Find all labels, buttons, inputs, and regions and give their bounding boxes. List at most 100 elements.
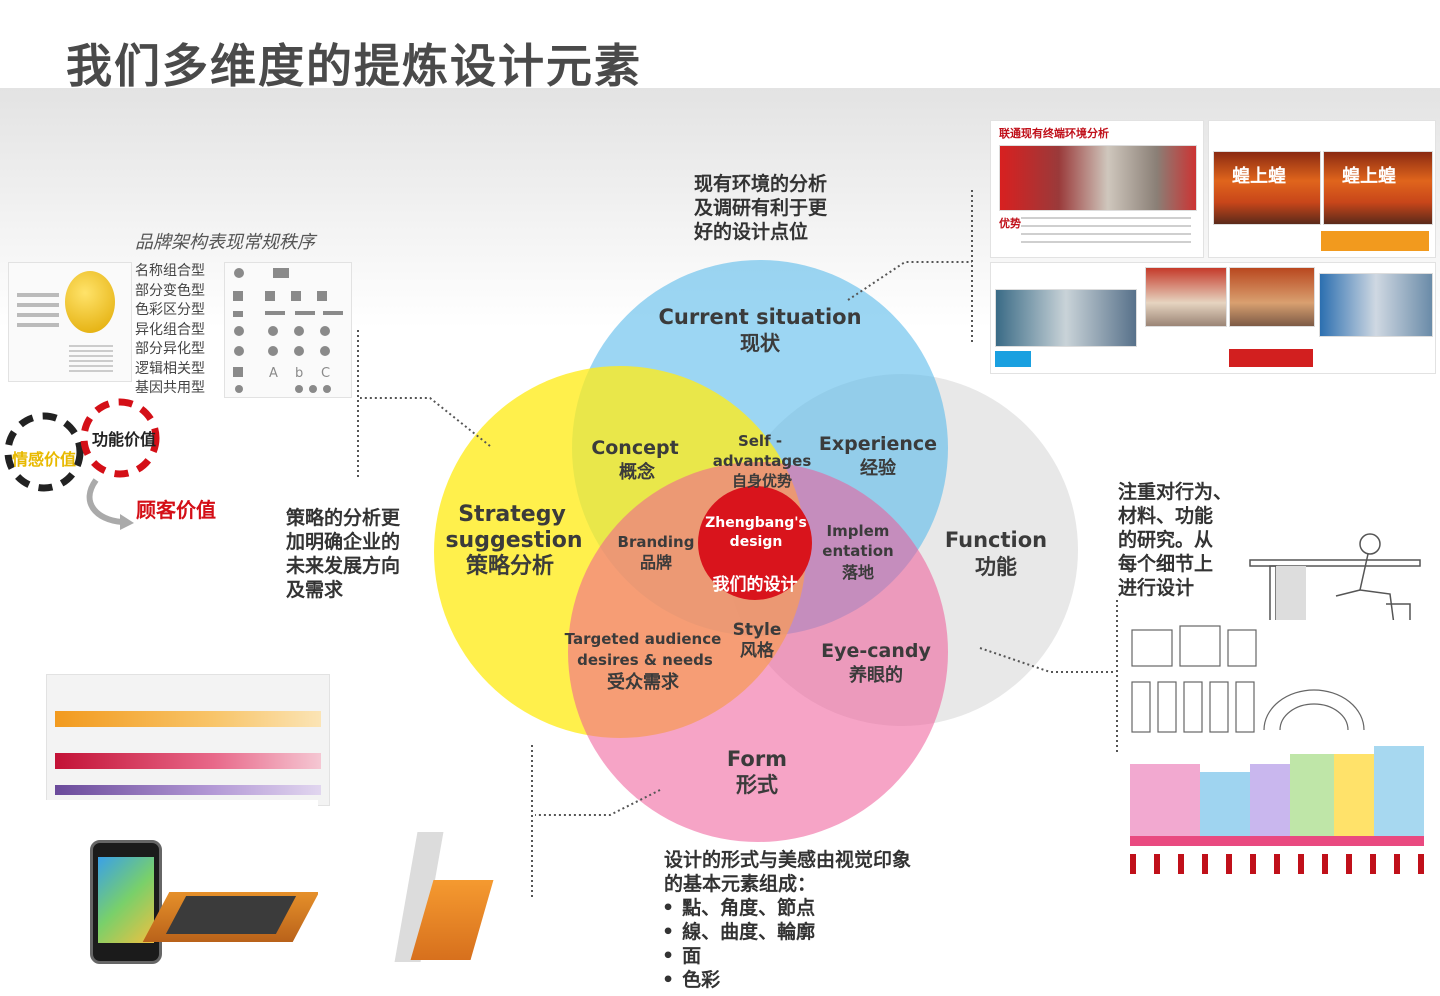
orange-label (1321, 231, 1429, 251)
note-line: 进行设计 (1118, 577, 1195, 599)
note-line: 加明确企业的 (286, 531, 401, 553)
plan-zone (1130, 764, 1200, 836)
furniture-drawings (1124, 620, 1430, 744)
plan-zone (1334, 754, 1374, 836)
label-self-cn: 自身优势 (732, 472, 792, 490)
label-style-en: Style (733, 620, 782, 640)
brand-type-list: 名称组合型 部分变色型 色彩区分型 异化组合型 部分异化型 逻辑相关型 基因共用… (135, 262, 205, 399)
label-concept-en: Concept (591, 437, 678, 459)
note-form: 设计的形式与美感由视觉印象 的基本元素组成： (664, 848, 911, 896)
list-item: 部分变色型 (135, 282, 205, 299)
label-experience-en: Experience (819, 433, 937, 455)
emotional-value-ring (4, 412, 84, 492)
note-line: 注重对行为、 (1118, 481, 1233, 503)
list-item: 基因共用型 (135, 380, 205, 396)
svg-text:C: C (321, 366, 330, 381)
functional-value-label: 功能价值 (92, 430, 157, 449)
plan-zone (1200, 772, 1250, 836)
label-implementation-1: Implem (827, 522, 890, 540)
arrow-head-icon (120, 514, 134, 530)
stand-pad-image (165, 896, 297, 934)
label-implementation-2: entation (822, 542, 893, 560)
phone-screen (98, 857, 154, 943)
label-function-cn: 功能 (975, 555, 1017, 579)
label-style-cn: 风格 (740, 640, 775, 661)
svg-text:A: A (269, 366, 278, 381)
store-sign-text: 蝗上蝗 (1342, 166, 1396, 187)
label-current-cn: 现状 (740, 331, 781, 355)
note-line: 未来发展方向 (286, 555, 401, 577)
color-palette-panel (46, 674, 330, 806)
plan-zone (1130, 836, 1424, 846)
brand-heading: 品牌架构表现常规秩序 (135, 232, 315, 253)
store-photo (1145, 267, 1227, 327)
label-strategy-cn: 策略分析 (466, 553, 554, 579)
label-eyecandy-cn: 养眼的 (848, 664, 903, 686)
note-line: 及调研有利于更 (694, 197, 828, 219)
circle-center (698, 486, 812, 600)
label-eyecandy-en: Eye-candy (821, 640, 931, 662)
text-line (17, 313, 59, 317)
red-label (1229, 349, 1313, 367)
connector-form (535, 789, 661, 816)
label-function-en: Function (945, 528, 1047, 552)
circle-form (568, 462, 948, 842)
note-line: 策略的分析更 (286, 507, 401, 529)
store-photo (995, 289, 1137, 347)
note-line: 及需求 (286, 579, 344, 601)
label-center-1: Zhengbang's (705, 515, 807, 531)
product-photo-phone (46, 800, 318, 990)
store-photo (1319, 273, 1433, 337)
note-strategy: 策略的分析更 加明确企业的 未来发展方向 及需求 (286, 506, 400, 602)
list-item: 色彩 (662, 968, 815, 992)
label-strategy-en2: suggestion (445, 528, 582, 553)
text-line (17, 323, 59, 327)
note-line: 现有环境的分析 (694, 173, 828, 195)
store-photo (1229, 267, 1315, 327)
plan-zone (1374, 746, 1424, 836)
brand-thumbnail (8, 262, 132, 382)
label-center-2: design (730, 534, 783, 550)
list-item: 面 (662, 944, 815, 968)
label-strategy-en1: Strategy (458, 502, 566, 527)
label-self-2: advantages (713, 452, 812, 470)
label-current-en: Current situation (658, 305, 861, 329)
note-line: 好的设计点位 (694, 221, 809, 243)
label-targeted-cn: 受众需求 (607, 671, 680, 693)
text-block (69, 345, 113, 373)
furniture-svg (1131, 625, 1365, 733)
page-title: 我们多维度的提炼设计元素 (66, 39, 642, 93)
store-strengths-label: 优势 (999, 217, 1021, 230)
label-form-en: Form (727, 747, 787, 771)
store-sign-panel: 蝗上蝗 蝗上蝗 (1208, 120, 1436, 258)
note-line: 每个细节上 (1118, 553, 1214, 575)
label-implementation-cn: 落地 (842, 563, 874, 582)
floor-plan (1124, 744, 1430, 880)
blue-label (995, 351, 1031, 367)
list-item: 名称组合型 (135, 263, 205, 279)
text-block (1021, 217, 1191, 247)
note-function: 注重对行为、 材料、功能 的研究。从 每个细节上 进行设计 (1118, 480, 1232, 600)
store-analysis-title: 联通现有终端环境分析 (999, 127, 1109, 140)
functional-value-ring (80, 398, 160, 478)
list-item: 逻辑相关型 (135, 360, 205, 377)
store-photos-row (990, 262, 1436, 374)
value-rings (4, 398, 160, 530)
label-branding-en: Branding (618, 533, 695, 551)
label-branding-cn: 品牌 (640, 553, 672, 572)
palette-orange (55, 711, 321, 727)
connector-strategy (360, 397, 491, 447)
svg-text:b: b (295, 366, 303, 381)
plan-zone (1290, 754, 1334, 836)
label-concept-cn: 概念 (619, 461, 655, 483)
store-sign-text: 蝗上蝗 (1232, 166, 1286, 187)
note-line: 的研究。从 (1118, 529, 1214, 551)
customer-value-label: 顾客价值 (136, 498, 216, 522)
note-line: 的基本元素组成： (664, 873, 817, 895)
store-analysis-panel: 联通现有终端环境分析 优势 (990, 120, 1204, 258)
note-current-env: 现有环境的分析 及调研有利于更 好的设计点位 (694, 172, 827, 244)
label-center-cn: 我们的设计 (713, 574, 798, 595)
